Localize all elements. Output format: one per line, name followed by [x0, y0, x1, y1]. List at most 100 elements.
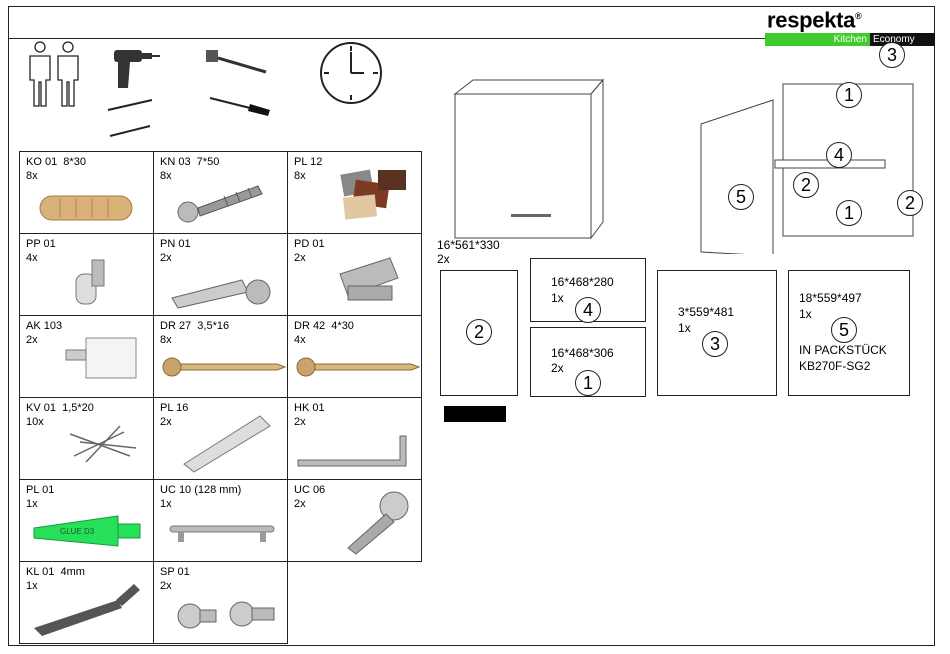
cabinet-open-illustration: [700, 83, 914, 254]
side-panel: 2: [440, 270, 518, 396]
handle-screw-icon: [347, 491, 409, 555]
part-code: HK 01: [294, 402, 325, 414]
part-qty: 8x: [26, 170, 38, 182]
connector-screw-icon: [177, 601, 275, 629]
part-code: KL 01 4mm: [26, 566, 85, 578]
brand-registered: ®: [855, 11, 862, 21]
nails-icon: [69, 425, 137, 463]
part-cell: UC 10 (128 mm) 1x: [153, 479, 288, 562]
part-cell: KL 01 4mm 1x: [19, 561, 154, 644]
side-dims: 16*561*330: [437, 238, 500, 252]
hanger-icon: [65, 337, 137, 379]
part-qty: 1x: [26, 580, 38, 592]
wood-screw-icon: [162, 357, 287, 377]
part-code: PD 01: [294, 238, 325, 250]
side-panel-number: 2: [466, 319, 492, 345]
door-qty: 1x: [799, 307, 812, 321]
cabinet-closed-illustration: [453, 78, 605, 240]
part-cell: PL 16 2x: [153, 397, 288, 480]
part-cell: KO 01 8*30 8x: [19, 151, 154, 234]
part-code: PL 16: [160, 402, 189, 414]
part-code: KO 01 8*30: [26, 156, 86, 168]
part-cell: PN 01 2x: [153, 233, 288, 316]
callout-side-left: 2: [793, 172, 819, 198]
glue-tube-icon: GLUE D3: [33, 515, 141, 547]
header-divider: [8, 38, 935, 39]
part-qty: 2x: [294, 498, 306, 510]
wood-screw-icon: [296, 357, 421, 377]
part-code: SP 01: [160, 566, 190, 578]
brand-line: Kitchen: [765, 33, 870, 47]
part-code: AK 103: [26, 320, 63, 332]
pads-icon: [340, 169, 406, 220]
part-cell: PL 12 8x: [287, 151, 422, 234]
screwdriver-icon: [209, 97, 270, 116]
part-qty: 10x: [26, 416, 44, 428]
brand-name: respekta: [767, 7, 856, 33]
door-note-1: IN PACKSTÜCK: [799, 343, 887, 357]
part-qty: 2x: [26, 334, 38, 346]
screw-icon: [177, 185, 263, 223]
part-code: DR 27 3,5*16: [160, 320, 230, 332]
back-panel: 3*559*481 1x 3: [657, 270, 777, 396]
two-persons-icon: [29, 41, 79, 107]
top-bottom-dims: 16*468*306: [551, 346, 614, 360]
callout-side-right: 2: [897, 190, 923, 216]
hook-icon: [297, 435, 407, 467]
shelf-panel: 16*468*280 1x 4: [530, 258, 646, 323]
shelf-dims: 16*468*280: [551, 275, 614, 289]
part-cell: DR 27 3,5*16 8x: [153, 315, 288, 398]
callout-door: 5: [728, 184, 754, 210]
part-qty: 2x: [160, 252, 172, 264]
callout-back: 3: [879, 42, 905, 68]
part-code: PN 01: [160, 238, 191, 250]
part-cell: UC 06 2x: [287, 479, 422, 562]
back-dims: 3*559*481: [678, 305, 735, 319]
wall-plug-icon: [183, 415, 271, 473]
part-code: KV 01 1,5*20: [26, 402, 94, 414]
part-qty: 2x: [294, 252, 306, 264]
part-code: PL 12: [294, 156, 323, 168]
part-code: PP 01: [26, 238, 56, 250]
part-code: KN 03 7*50: [160, 156, 220, 168]
door-dims: 18*559*497: [799, 291, 862, 305]
brand-series: Economy: [870, 33, 935, 47]
part-cell: PP 01 4x: [19, 233, 154, 316]
part-qty: 4x: [26, 252, 38, 264]
part-qty: 8x: [160, 334, 172, 346]
top-bottom-panel: 16*468*306 2x 1: [530, 327, 646, 397]
part-code: UC 06: [294, 484, 326, 496]
hammer-icon: [206, 50, 267, 74]
page-frame: [8, 6, 935, 646]
top-bottom-number: 1: [575, 370, 601, 396]
shelf-number: 4: [575, 297, 601, 323]
door-number: 5: [831, 317, 857, 343]
part-qty: 2x: [160, 416, 172, 428]
callout-top: 1: [836, 82, 862, 108]
part-cell: KV 01 1,5*20 10x: [19, 397, 154, 480]
glue-tube-label: GLUE D3: [60, 527, 95, 536]
part-cell: AK 103 2x: [19, 315, 154, 398]
part-qty: 8x: [294, 170, 306, 182]
part-code: UC 10 (128 mm): [160, 484, 242, 496]
tools-required: [8, 40, 428, 152]
door-note-2: KB270F-SG2: [799, 359, 871, 373]
part-cell: KN 03 7*50 8x: [153, 151, 288, 234]
shelf-qty: 1x: [551, 291, 564, 305]
edge-band-mark: [444, 406, 506, 422]
brand-logo: respekta® Kitchen Economy: [765, 4, 935, 47]
back-number: 3: [702, 331, 728, 357]
part-cell: PD 01 2x: [287, 233, 422, 316]
dowel-icon: [39, 195, 133, 221]
part-qty: 1x: [160, 498, 172, 510]
drill-icon: [107, 50, 160, 137]
hinge-plate-icon: [339, 257, 399, 301]
part-qty: 1x: [26, 498, 38, 510]
hex-key-icon: [34, 584, 140, 636]
shelf-pin-icon: [75, 259, 105, 305]
door-panel: 18*559*497 1x 5 IN PACKSTÜCK KB270F-SG2: [788, 270, 910, 396]
part-qty: 8x: [160, 170, 172, 182]
